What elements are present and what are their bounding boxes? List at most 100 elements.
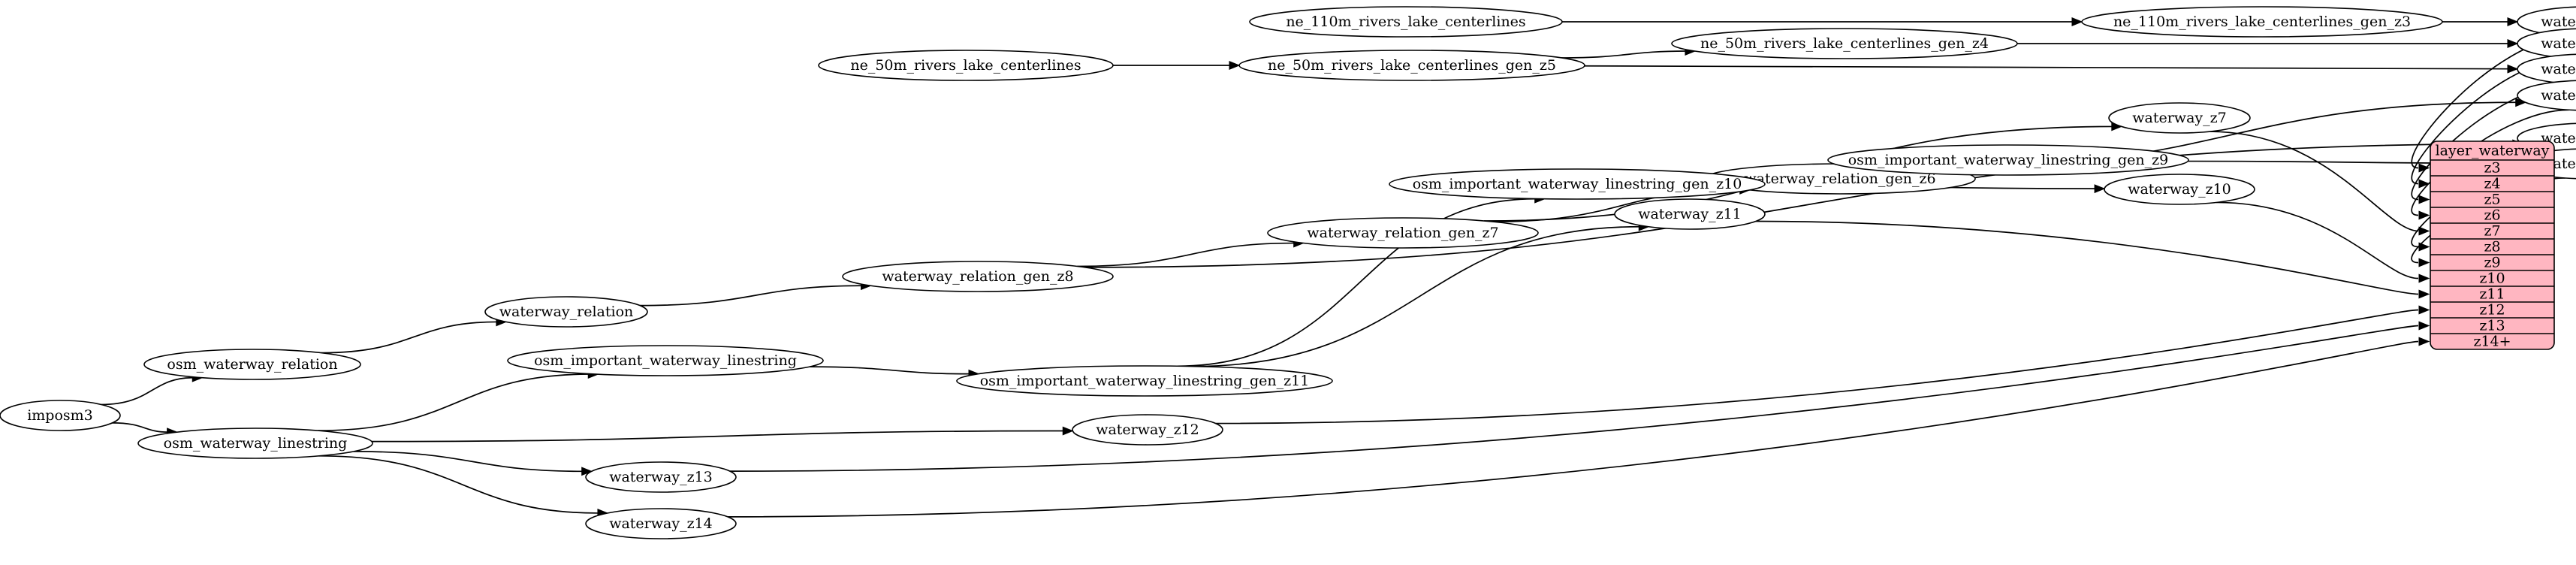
edge-arrowhead (2507, 39, 2519, 48)
edge-arrowhead (2418, 258, 2430, 267)
node-label: waterway_z13 (609, 469, 713, 485)
layer-table-row-z3[interactable]: z3 (2484, 160, 2500, 177)
graph-node-waterway_relation_gen_z7[interactable]: waterway_relation_gen_z7 (1267, 217, 1539, 249)
edge-line (321, 321, 497, 354)
graph-node-ne_110m_rivers_lake_centerlines[interactable]: ne_110m_rivers_lake_centerlines (1249, 6, 1563, 38)
node-label: waterway_z6 (2541, 87, 2576, 104)
node-ellipse[interactable] (585, 461, 737, 493)
node-ellipse[interactable] (2517, 53, 2576, 85)
layer-table-row-z9[interactable]: z9 (2484, 255, 2500, 271)
graph-node-imposm3[interactable]: imposm3 (0, 400, 121, 431)
graph-node-osm_important_waterway_linestring_gen_z9[interactable]: osm_important_waterway_linestring_gen_z9 (1827, 144, 2189, 176)
edge-line (1584, 65, 2509, 70)
graph-node-waterway_relation_gen_z8[interactable]: waterway_relation_gen_z8 (842, 261, 1114, 292)
edge-line (318, 373, 590, 431)
graph-node-osm_waterway_linestring[interactable]: osm_waterway_linestring (137, 428, 373, 459)
node-ellipse[interactable] (1249, 6, 1563, 38)
node-label: waterway_z3 (2541, 14, 2576, 30)
layer-table-row-z6[interactable]: z6 (2484, 207, 2500, 224)
node-label: osm_waterway_linestring (164, 435, 348, 452)
edge-arrowhead (1062, 426, 1074, 436)
layer-table-row-z14+[interactable]: z14+ (2473, 334, 2511, 350)
graph-node-waterway_z7[interactable]: waterway_z7 (2108, 102, 2251, 134)
edge-arrowhead (2418, 210, 2430, 220)
layer-table-row-z7[interactable]: z7 (2484, 223, 2500, 240)
layer-table-title: layer_waterway (2436, 143, 2550, 159)
node-ellipse[interactable] (2108, 102, 2251, 134)
graph-edge (1113, 61, 1241, 70)
layer-table-row-z4[interactable]: z4 (2484, 176, 2500, 192)
graph-node-ne_50m_rivers_lake_centerlines_gen_z5[interactable]: ne_50m_rivers_lake_centerlines_gen_z5 (1238, 50, 1585, 81)
node-ellipse[interactable] (0, 400, 121, 431)
edge-arrowhead (2418, 195, 2430, 204)
graph-node-waterway_z10[interactable]: waterway_z10 (2104, 174, 2255, 205)
node-ellipse[interactable] (1671, 28, 2018, 59)
edge-arrowhead (2418, 226, 2430, 236)
edge-line (2210, 131, 2419, 232)
node-ellipse[interactable] (956, 365, 1333, 397)
graph-node-waterway_z4[interactable]: waterway_z4 (2517, 28, 2576, 59)
node-ellipse[interactable] (1267, 217, 1539, 249)
node-label: waterway_z11 (1638, 206, 1742, 222)
graph-edge-to-layer (2210, 131, 2430, 236)
node-ellipse[interactable] (585, 508, 737, 539)
graph-edge-to-layer (2216, 201, 2430, 283)
graph-node-waterway_z11[interactable]: waterway_z11 (1614, 198, 1766, 230)
layer-table-row-z12[interactable]: z12 (2479, 302, 2505, 319)
edge-line (2216, 201, 2419, 279)
edge-line (809, 366, 970, 375)
node-ellipse[interactable] (2517, 80, 2576, 111)
layer-table-row-z11[interactable]: z11 (2479, 286, 2505, 303)
edge-line (727, 340, 2419, 518)
node-ellipse[interactable] (137, 428, 373, 459)
node-label: osm_important_waterway_linestring_gen_z9 (1848, 152, 2169, 168)
edge-line (1561, 50, 1686, 59)
node-ellipse[interactable] (1614, 198, 1766, 230)
layer-table-row-z13[interactable]: z13 (2479, 318, 2505, 334)
layer-table-row-z8[interactable]: z8 (2484, 239, 2500, 255)
layer-table-row-z5[interactable]: z5 (2484, 192, 2500, 208)
graph-node-waterway_z13[interactable]: waterway_z13 (585, 461, 737, 493)
node-ellipse[interactable] (143, 349, 361, 380)
graph-edge (2442, 17, 2519, 26)
node-ellipse[interactable] (818, 50, 1114, 81)
graph-edge (809, 366, 980, 379)
graph-edge (353, 451, 593, 476)
graph-node-waterway_z5[interactable]: waterway_z5 (2517, 53, 2576, 85)
node-ellipse[interactable] (2104, 174, 2255, 205)
graph-edge (318, 455, 609, 518)
graph-node-waterway_relation[interactable]: waterway_relation (484, 296, 648, 328)
graph-node-osm_waterway_relation[interactable]: osm_waterway_relation (143, 349, 361, 380)
node-ellipse[interactable] (1827, 144, 2189, 176)
node-ellipse[interactable] (1238, 50, 1585, 81)
edge-line (353, 451, 583, 473)
node-ellipse[interactable] (507, 345, 824, 376)
graph-node-ne_50m_rivers_lake_centerlines_gen_z4[interactable]: ne_50m_rivers_lake_centerlines_gen_z4 (1671, 28, 2018, 59)
node-label: imposm3 (27, 407, 93, 424)
graph-node-osm_important_waterway_linestring_gen_z10[interactable]: osm_important_waterway_linestring_gen_z1… (1389, 168, 1766, 200)
edge-arrowhead (2418, 179, 2430, 189)
graph-node-ne_110m_rivers_lake_centerlines_gen_z3[interactable]: ne_110m_rivers_lake_centerlines_gen_z3 (2081, 6, 2443, 38)
graph-node-waterway_z14[interactable]: waterway_z14 (585, 508, 737, 539)
graph-node-osm_important_waterway_linestring_gen_z11[interactable]: osm_important_waterway_linestring_gen_z1… (956, 365, 1333, 397)
edge-arrowhead (2071, 17, 2083, 26)
layer-waterway-table: layer_waterwayz3z4z5z6z7z8z9z10z11z12z13… (2430, 140, 2555, 350)
node-ellipse[interactable] (1389, 168, 1766, 200)
edge-line (318, 455, 599, 514)
graph-node-waterway_z6[interactable]: waterway_z6 (2517, 80, 2576, 111)
edge-arrowhead (2418, 273, 2430, 283)
graph-node-osm_important_waterway_linestring[interactable]: osm_important_waterway_linestring (507, 345, 824, 376)
node-ellipse[interactable] (2517, 28, 2576, 59)
graph-edge (639, 281, 872, 307)
node-ellipse[interactable] (1072, 414, 1223, 446)
layer-table-row-z10[interactable]: z10 (2479, 270, 2505, 287)
node-label: waterway_relation_gen_z8 (882, 268, 1073, 285)
edge-line (1077, 242, 1295, 267)
graph-node-waterway_z12[interactable]: waterway_z12 (1072, 414, 1223, 446)
node-ellipse[interactable] (842, 261, 1114, 292)
graph-node-ne_50m_rivers_lake_centerlines[interactable]: ne_50m_rivers_lake_centerlines (818, 50, 1114, 81)
node-ellipse[interactable] (484, 296, 648, 328)
node-label: ne_50m_rivers_lake_centerlines (850, 57, 1081, 74)
edge-line (112, 422, 168, 433)
node-ellipse[interactable] (2081, 6, 2443, 38)
